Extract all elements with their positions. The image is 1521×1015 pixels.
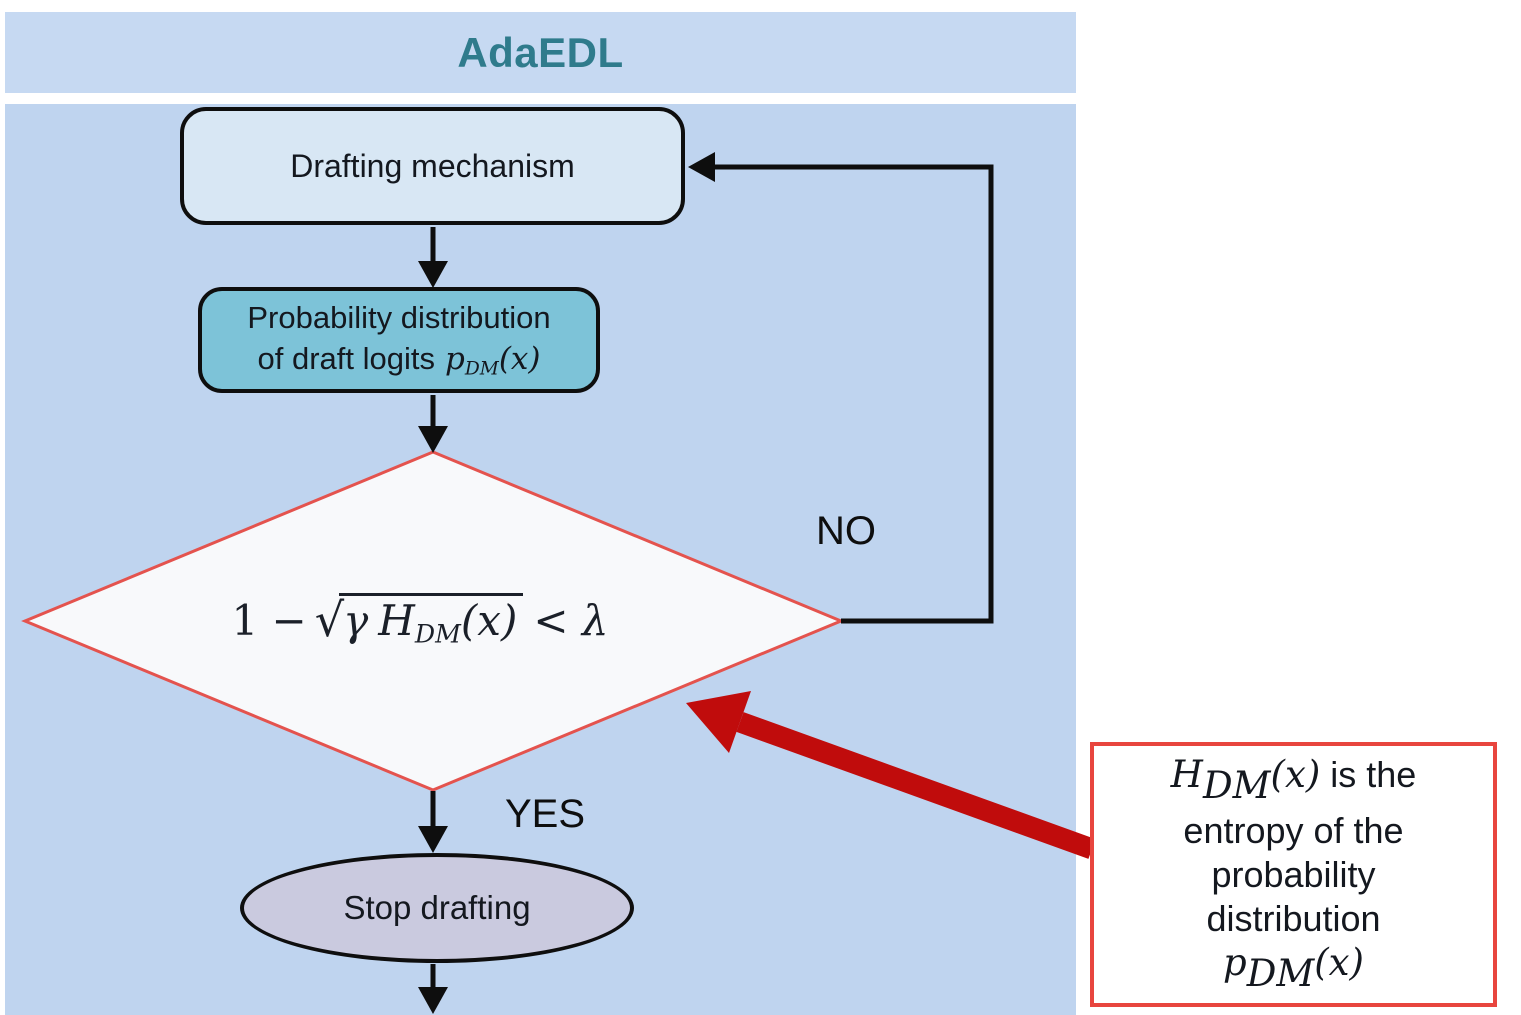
annotation-p-argument: (x) [1314, 940, 1364, 984]
annotation-line5: pDM(x) [1223, 941, 1364, 996]
node-drafting-mechanism-label: Drafting mechanism [290, 147, 575, 184]
node-probability-line2: of draft logits pDM(x) [258, 339, 541, 382]
no-edge-label: NO [816, 509, 876, 553]
annotation-h-symbol: H [1170, 753, 1203, 797]
math-p-argument: (x) [498, 340, 541, 377]
page-title: AdaEDL [457, 28, 624, 76]
node-probability-line2-text: of draft logits [257, 340, 435, 376]
math-p-symbol: p [445, 340, 465, 377]
math-h-subscript: DM [414, 619, 461, 649]
annotation-h-subscript: DM [1202, 764, 1271, 808]
math-h-argument: (x) [460, 595, 518, 645]
annotation-p-subscript: DM [1246, 951, 1315, 995]
annotation-line1: HDM(x) is the [1171, 753, 1417, 808]
annotation-line2: entropy of the [1183, 809, 1404, 851]
node-probability-distribution: Probability distribution of draft logits… [198, 287, 600, 393]
annotation-p-symbol: p [1223, 940, 1247, 984]
math-gamma-symbol: γ [343, 595, 369, 645]
title-bar: AdaEDL [5, 12, 1076, 93]
formula-lead: 1 − [231, 595, 307, 645]
annotation-box: HDM(x) is the entropy of the probability… [1090, 742, 1497, 1007]
math-p-subscript: DM [464, 358, 499, 380]
annotation-line1-text: is the [1320, 754, 1417, 796]
node-drafting-mechanism: Drafting mechanism [180, 107, 685, 225]
annotation-line3: probability [1211, 853, 1376, 895]
node-probability-line1: Probability distribution [247, 299, 551, 335]
radical-sign: √ [314, 593, 345, 647]
node-stop-drafting: Stop drafting [240, 853, 634, 963]
formula-comparison: < λ [533, 595, 609, 645]
annotation-line4: distribution [1206, 897, 1381, 939]
node-stop-drafting-label: Stop drafting [343, 889, 531, 926]
math-h-symbol: H [378, 595, 415, 645]
yes-edge-label: YES [505, 792, 586, 836]
annotation-h-argument: (x) [1270, 753, 1321, 797]
